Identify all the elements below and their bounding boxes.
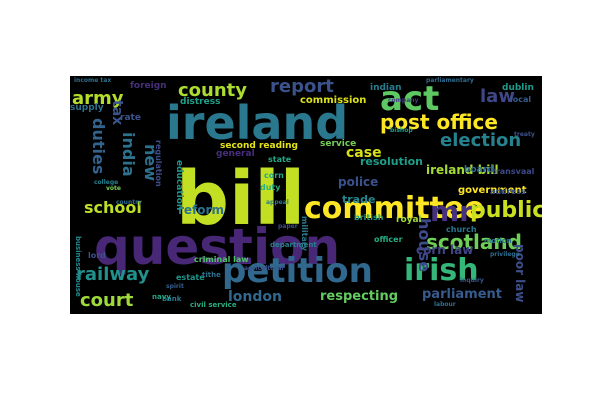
cloud-word: rate [120, 113, 141, 123]
cloud-word: government [458, 185, 527, 196]
cloud-word: parliamentary [426, 77, 474, 84]
cloud-word: country [116, 199, 142, 206]
cloud-word: lord [88, 251, 106, 260]
cloud-word: board [464, 165, 494, 175]
cloud-word: vote [106, 185, 121, 192]
cloud-word: civil service [190, 301, 237, 309]
cloud-word: paper [278, 223, 298, 230]
cloud-word: county [178, 80, 248, 101]
cloud-word: income tax [74, 77, 112, 84]
cloud-word: second reading [220, 141, 298, 151]
cloud-word: foreign [130, 81, 167, 91]
cloud-word: distress [180, 97, 221, 107]
cloud-word: supply [70, 103, 104, 113]
cloud-word: navy [152, 293, 171, 301]
cloud-word: bank [162, 295, 182, 303]
cloud-word: bill [176, 156, 306, 242]
cloud-word: inquiry [460, 277, 484, 284]
cloud-word: motion [484, 237, 512, 245]
cloud-word: respecting [320, 289, 399, 304]
cloud-word: treaty [514, 131, 535, 138]
cloud-word: election [440, 130, 522, 151]
cloud-word: question [94, 218, 341, 276]
cloud-word: transvaal [492, 167, 535, 176]
cloud-word: london [228, 289, 282, 305]
cloud-word: army [72, 88, 124, 109]
cloud-word: police [338, 175, 379, 189]
cloud-word: ireland bill [426, 163, 499, 177]
cloud-word: regulation [154, 140, 163, 187]
cloud-word: railway [76, 264, 150, 285]
cloud-word: labour [434, 301, 456, 308]
cloud-word: public [470, 198, 542, 223]
cloud-word: parliament [422, 287, 503, 302]
cloud-word: reform [178, 203, 224, 217]
cloud-word: ireland [166, 96, 349, 150]
cloud-word: duty [260, 183, 281, 192]
cloud-word: indian [370, 83, 402, 93]
cloud-word: spirit [166, 283, 184, 290]
cloud-word: mr [430, 195, 473, 228]
cloud-word: act [380, 79, 440, 119]
cloud-word: bishop [390, 127, 413, 134]
cloud-word: department [270, 241, 317, 249]
cloud-word: law [480, 86, 515, 107]
cloud-word: service [320, 139, 357, 149]
cloud-word: tithe [202, 271, 221, 279]
cloud-word: agricultural [244, 265, 284, 272]
cloud-word: duties [89, 118, 108, 175]
cloud-word: state [268, 155, 292, 164]
cloud-word: business house [74, 236, 82, 297]
cloud-word: appeal [266, 199, 289, 206]
cloud-word: trade [342, 193, 376, 206]
cloud-word: company [388, 97, 419, 104]
cloud-word: irish [404, 253, 479, 288]
cloud-word: general [216, 149, 255, 159]
cloud-word: scotland [426, 230, 522, 254]
cloud-word: school [84, 198, 142, 217]
cloud-word: court [80, 290, 134, 311]
cloud-word: commission [300, 95, 367, 106]
cloud-word: petition [222, 251, 373, 291]
cloud-word: local [510, 95, 532, 104]
cloud-word: post office [380, 110, 498, 134]
cloud-word: education [174, 160, 184, 211]
cloud-word: church [446, 225, 477, 234]
cloud-word: college [94, 179, 119, 186]
cloud-word: case [346, 145, 382, 161]
cloud-word: officer [374, 235, 403, 244]
cloud-word: estate [176, 273, 205, 282]
cloud-word: privilege [490, 251, 520, 258]
cloud-word: corn [264, 171, 284, 180]
cloud-word: india [119, 132, 138, 177]
cloud-word: british [354, 213, 384, 222]
cloud-word: resolution [360, 155, 424, 168]
cloud-word: corn law [416, 243, 474, 257]
cloud-word: royal [396, 215, 422, 225]
cloud-word: report [270, 76, 334, 97]
cloud-word: criminal law [194, 255, 249, 264]
cloud-word: committee [304, 191, 485, 226]
cloud-word: dublin [502, 83, 534, 93]
cloud-word: address [490, 187, 526, 196]
